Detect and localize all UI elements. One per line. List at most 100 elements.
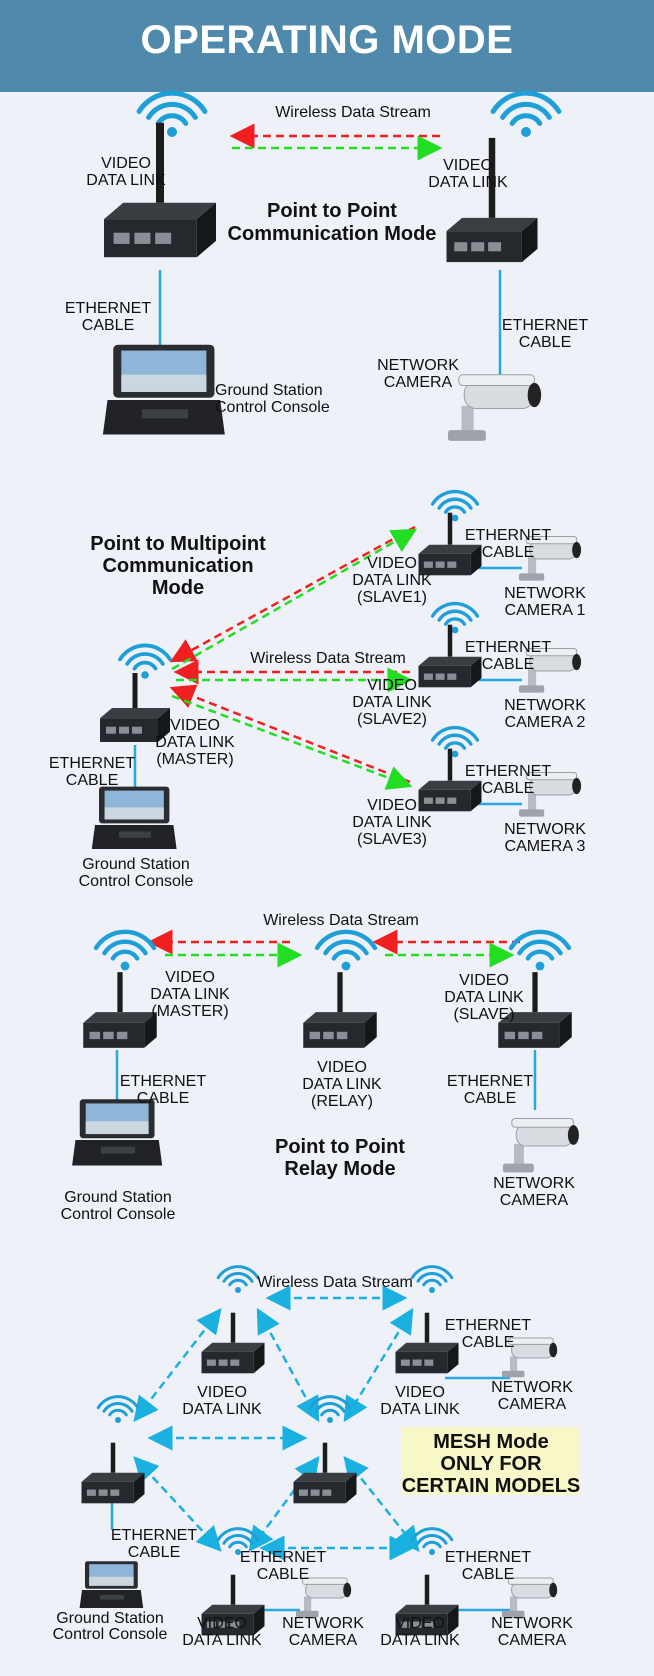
wifi-icon [430, 725, 480, 758]
video-data-link-device [418, 512, 482, 576]
wifi-icon [216, 1265, 260, 1293]
mode-title: Communication Mode [228, 223, 437, 245]
ground-station-console-icon [102, 344, 225, 435]
video-data-link-device [498, 972, 572, 1048]
network-camera-icon [519, 648, 582, 693]
video-data-link-device [418, 748, 482, 812]
mesh-arrow [133, 1456, 222, 1552]
stream-arrow-green [171, 528, 418, 671]
video-data-link-device [104, 122, 216, 258]
mesh-arrow [248, 1455, 320, 1553]
wifi-icon [136, 90, 208, 137]
mode-title: Point to Point [267, 200, 397, 222]
wifi-icon [96, 1395, 140, 1423]
header-banner: OPERATING MODE [0, 0, 654, 92]
video-data-link-device [395, 1574, 459, 1636]
stream-label: Wireless Data Stream [257, 1274, 413, 1291]
video-data-link-device [100, 673, 170, 742]
video-data-link-device [201, 1312, 265, 1374]
wifi-icon [410, 1527, 454, 1555]
mesh-arrow [256, 1307, 320, 1423]
stream-label: Wireless Data Stream [275, 104, 431, 121]
video-data-link-device [395, 1312, 459, 1374]
stream-arrow-green [171, 694, 413, 790]
stream-arrow-red [169, 684, 411, 784]
stream-arrow-red [169, 525, 416, 663]
ground-station-console-icon [79, 1561, 144, 1608]
wifi-icon [93, 929, 157, 971]
wifi-icon [118, 643, 172, 679]
video-data-link-device [303, 972, 377, 1048]
wifi-icon [430, 601, 480, 634]
page-title: OPERATING MODE [140, 18, 514, 62]
wifi-icon [216, 1527, 260, 1555]
network-camera-icon [448, 374, 542, 441]
mesh-arrow [343, 1456, 420, 1552]
video-data-link-device [201, 1574, 265, 1636]
video-data-link-device [81, 1442, 145, 1504]
mesh-highlight-box [402, 1427, 580, 1495]
network-camera-icon [502, 1337, 558, 1378]
ground-station-console-icon [91, 786, 177, 849]
network-camera-icon [296, 1577, 352, 1618]
mesh-arrow [133, 1308, 222, 1422]
video-data-link-device [418, 624, 482, 688]
wifi-icon [430, 489, 480, 522]
wifi-icon [308, 1395, 352, 1423]
ground-station-console-icon [72, 1099, 163, 1166]
network-camera-icon [502, 1577, 558, 1618]
network-camera-icon [503, 1118, 579, 1173]
video-data-link-device [83, 972, 157, 1048]
wifi-icon [490, 90, 562, 137]
stream-label: Wireless Data Stream [250, 650, 406, 667]
video-data-link-device [293, 1442, 357, 1504]
network-camera-icon [519, 772, 582, 817]
stream-label: Wireless Data Stream [263, 912, 419, 929]
mesh-arrow [343, 1307, 414, 1423]
video-data-link-device [446, 137, 538, 263]
network-camera-icon [519, 536, 582, 581]
wifi-icon [410, 1265, 454, 1293]
wifi-icon [508, 929, 572, 971]
